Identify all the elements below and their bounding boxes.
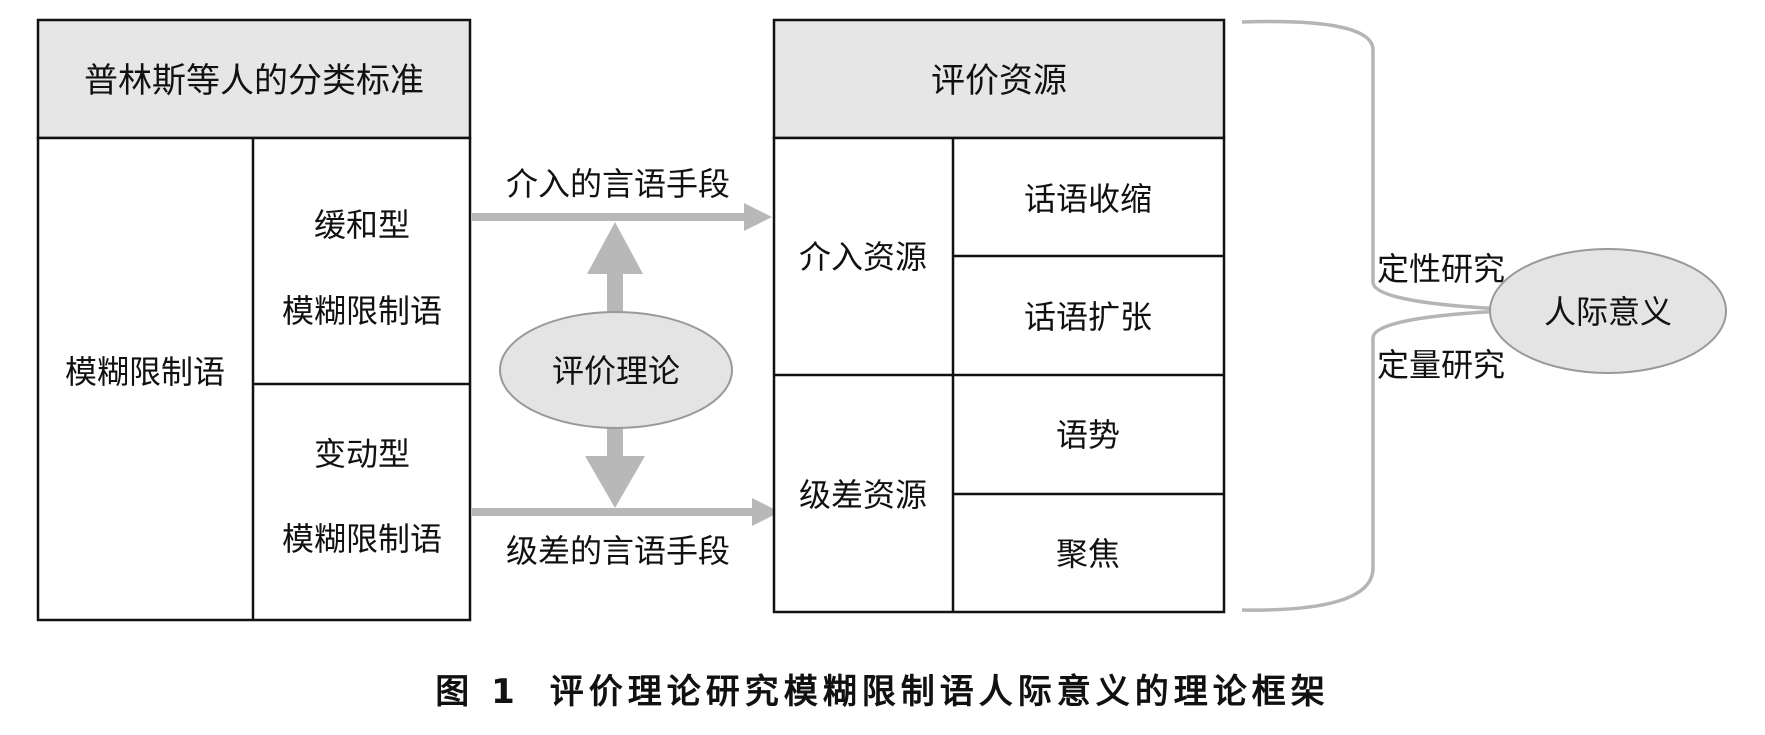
quantitative-research-label: 定量研究 [1377, 346, 1505, 384]
expansion-label: 话语扩张 [1024, 298, 1152, 336]
focus-label: 聚焦 [1056, 535, 1120, 573]
engagement-arrow-head [744, 203, 772, 231]
variable-type-sub: 模糊限制语 [282, 520, 442, 558]
arrows: 介入的言语手段 级差的言语手段 [472, 165, 780, 570]
left-table-header-cell [36, 18, 472, 140]
right-table-header: 评价资源 [931, 61, 1067, 101]
left-table: 普林斯等人的分类标准 模糊限制语 缓和型 模糊限制语 变动型 模糊限制语 [36, 18, 472, 622]
figure-number: 图 1 [435, 672, 520, 712]
mitigating-type-sub: 模糊限制语 [282, 292, 442, 330]
graduation-arrow-label: 级差的言语手段 [506, 532, 730, 570]
force-label: 语势 [1056, 416, 1120, 454]
left-table-header: 普林斯等人的分类标准 [84, 61, 424, 101]
upper-arrow-shaft [607, 270, 623, 314]
right-table-header-cell [772, 18, 1226, 140]
engagement-arrow-label: 介入的言语手段 [506, 165, 730, 203]
qualitative-research-label: 定性研究 [1377, 250, 1505, 288]
appraisal-theory-ellipse [499, 311, 733, 429]
left-table-row-label: 模糊限制语 [65, 353, 225, 391]
interpersonal-meaning-ellipse [1489, 248, 1727, 374]
appraisal-theory-label: 评价理论 [552, 352, 680, 390]
figure-title: 评价理论研究模糊限制语人际意义的理论框架 [549, 672, 1330, 712]
variable-type-label: 变动型 [314, 435, 410, 473]
graduation-arrow-head [752, 498, 780, 526]
framework-diagram: 普林斯等人的分类标准 模糊限制语 缓和型 模糊限制语 变动型 模糊限制语 介入的… [36, 18, 1727, 622]
figure-caption: 图 1 评价理论研究模糊限制语人际意义的理论框架 [0, 664, 1765, 713]
lower-arrow-shaft [607, 424, 623, 460]
graduation-resource-label: 级差资源 [799, 476, 927, 514]
curly-brace [1241, 19, 1526, 612]
interpersonal-meaning-node: 人际意义 [1489, 248, 1727, 374]
interpersonal-meaning-label: 人际意义 [1544, 293, 1672, 331]
mitigating-type-label: 缓和型 [314, 206, 410, 244]
upper-arrow-head [587, 222, 643, 274]
engagement-resource-label: 介入资源 [799, 238, 927, 276]
right-table: 评价资源 介入资源 级差资源 话语收缩 话语扩张 语势 聚焦 [772, 18, 1226, 614]
contraction-label: 话语收缩 [1024, 180, 1152, 218]
appraisal-theory-node: 评价理论 [499, 311, 733, 429]
lower-arrow-head [585, 456, 645, 508]
